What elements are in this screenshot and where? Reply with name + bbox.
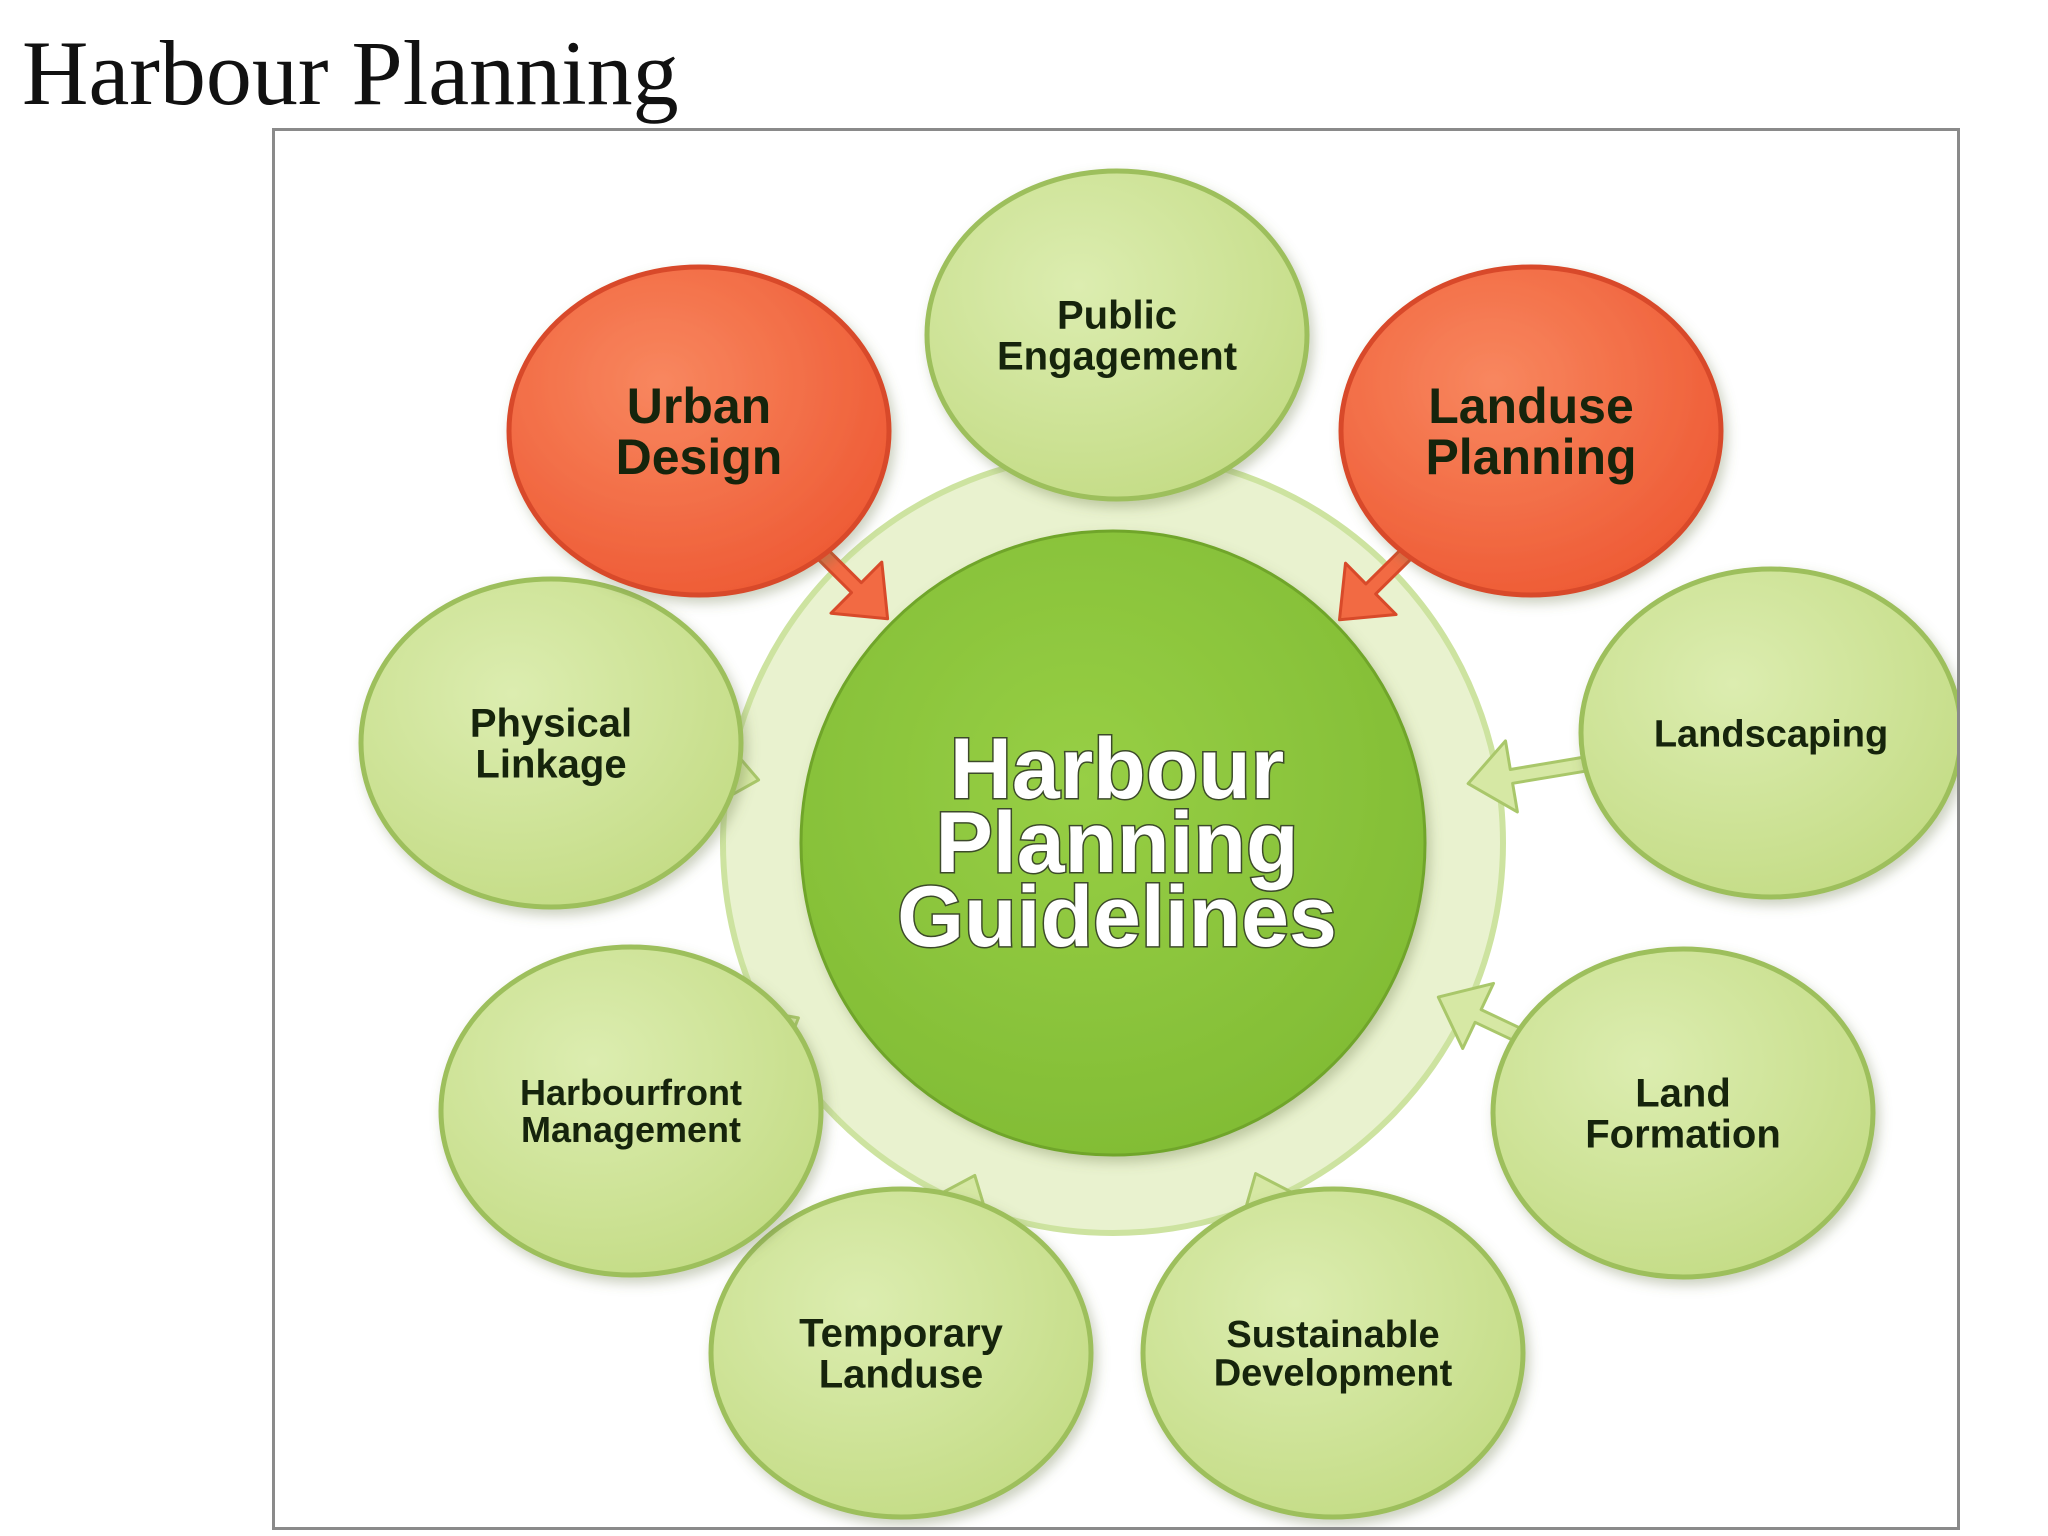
page-title: Harbour Planning	[22, 22, 679, 124]
node-label-line: Harbourfront	[520, 1072, 742, 1113]
node-bubble	[438, 944, 824, 1278]
node-label-line: Land	[1635, 1072, 1731, 1116]
node-label-line: Temporary	[799, 1312, 1004, 1356]
node-label-line: Linkage	[475, 742, 626, 786]
node-label-line: Landuse	[1428, 378, 1634, 434]
node-bubble	[1490, 946, 1876, 1280]
arrow-landscaping	[1466, 739, 1599, 814]
node-bubble	[506, 264, 892, 598]
node-bubble	[1140, 1186, 1526, 1520]
node-label-line: Engagement	[997, 334, 1237, 378]
center-circle	[799, 529, 1427, 1157]
center-label-line: Planning	[935, 795, 1298, 891]
node-label-line: Design	[616, 429, 783, 485]
node-bubble	[924, 168, 1310, 502]
node-label-line: Planning	[1425, 429, 1636, 485]
node-label-line: Landscaping	[1654, 713, 1888, 755]
node-landscaping: Landscaping	[1578, 566, 1957, 900]
node-bubble	[358, 576, 744, 910]
node-label-line: Management	[521, 1109, 741, 1150]
node-label-line: Sustainable	[1226, 1314, 1439, 1356]
node-label-line: Formation	[1585, 1112, 1781, 1156]
node-label-line: Physical	[470, 702, 632, 746]
node-label-line: Development	[1214, 1353, 1453, 1395]
node-label-line: Landuse	[819, 1352, 983, 1396]
node-label-line: Public	[1057, 294, 1177, 338]
node-bubble	[1338, 264, 1724, 598]
center-label-line: Harbour	[950, 721, 1284, 817]
node-bubble	[708, 1186, 1094, 1520]
node-label-line: Urban	[627, 378, 771, 434]
node-bubble	[1578, 566, 1957, 900]
center-label-line: Guidelines	[897, 869, 1337, 965]
